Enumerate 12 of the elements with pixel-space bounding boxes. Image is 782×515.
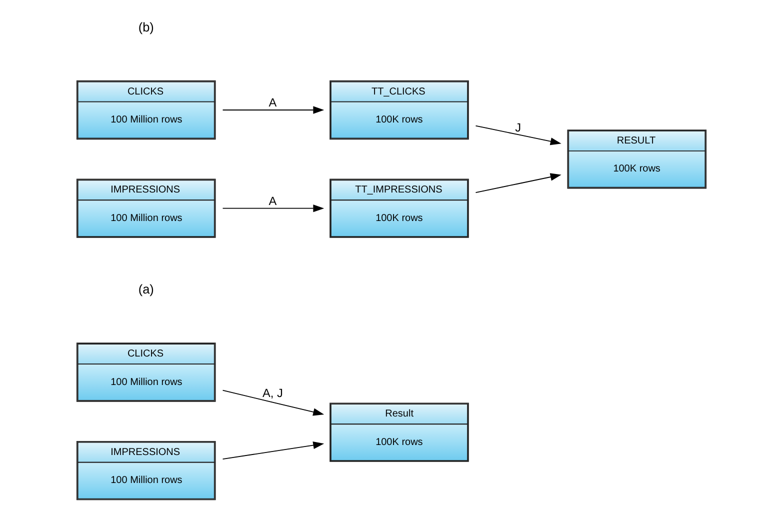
arrow: [222, 390, 324, 416]
edge-label: A, J: [262, 386, 282, 400]
edge-label: A: [268, 194, 276, 208]
arrow: [222, 441, 324, 460]
arrow: [474, 173, 561, 194]
edge-label: A: [268, 96, 276, 110]
label: (b): [138, 19, 154, 34]
label: (a): [138, 282, 154, 297]
arrow: [474, 125, 561, 146]
arrow: [222, 204, 324, 212]
edge-label: J: [514, 120, 521, 134]
arrow: [222, 106, 324, 114]
